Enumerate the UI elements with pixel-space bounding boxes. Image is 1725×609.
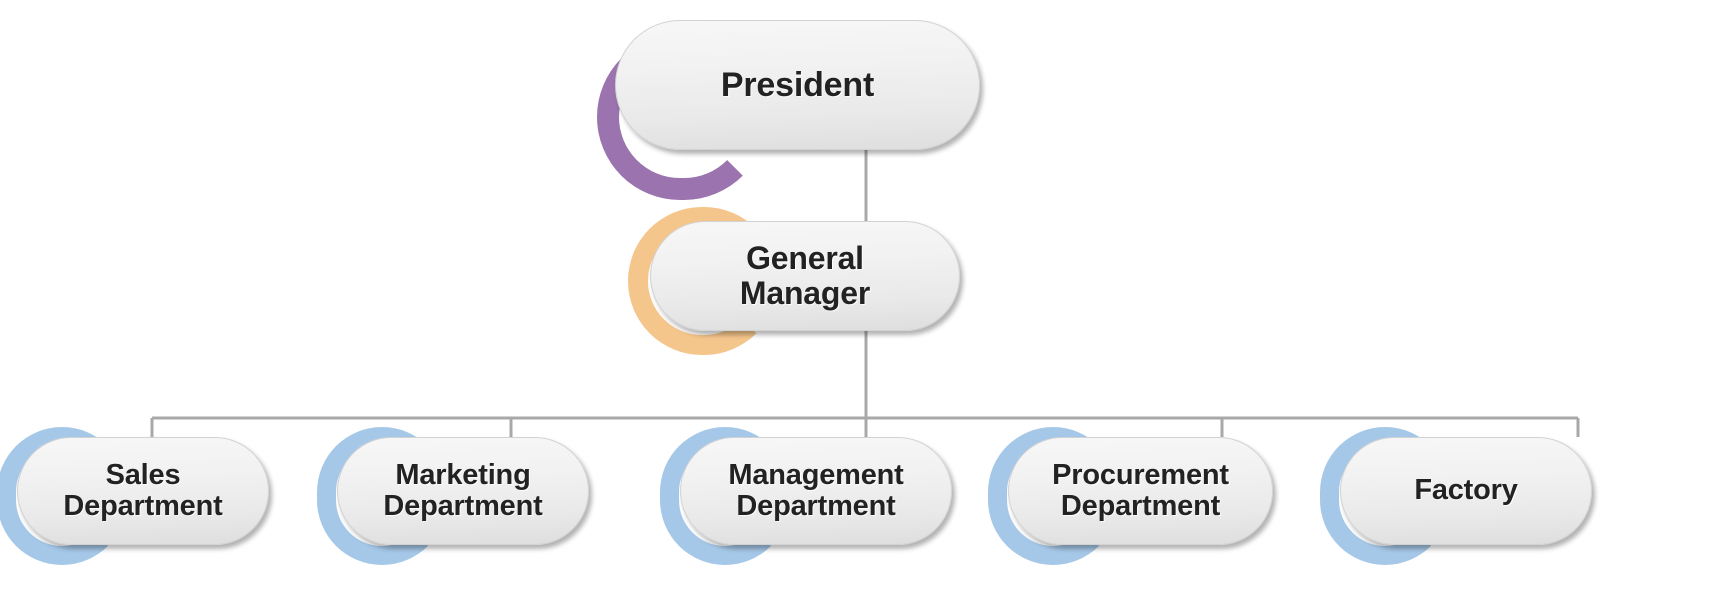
- node-general-manager-pill[interactable]: General Manager: [650, 221, 960, 331]
- node-factory[interactable]: Factory: [1320, 427, 1592, 565]
- node-general-manager[interactable]: General Manager: [628, 207, 960, 355]
- node-factory-label: Factory: [1414, 474, 1518, 507]
- node-general-manager-label: General Manager: [739, 240, 871, 311]
- node-marketing-department-label: Marketing Department: [383, 458, 543, 522]
- node-president-pill[interactable]: President: [615, 20, 980, 150]
- node-management-department-label: Management Department: [728, 458, 904, 522]
- node-management-department[interactable]: Management Department: [660, 427, 952, 565]
- node-management-department-pill[interactable]: Management Department: [680, 437, 952, 545]
- node-marketing-department[interactable]: Marketing Department: [317, 427, 589, 565]
- node-sales-department-pill[interactable]: Sales Department: [17, 437, 269, 545]
- node-procurement-department-pill[interactable]: Procurement Department: [1008, 437, 1273, 545]
- node-procurement-department-label: Procurement Department: [1052, 458, 1229, 522]
- node-president-label: President: [720, 65, 875, 104]
- node-marketing-department-pill[interactable]: Marketing Department: [337, 437, 589, 545]
- node-president[interactable]: President: [597, 20, 980, 200]
- node-sales-department-label: Sales Department: [63, 458, 223, 522]
- node-procurement-department[interactable]: Procurement Department: [988, 427, 1273, 565]
- node-factory-pill[interactable]: Factory: [1340, 437, 1592, 545]
- node-sales-department[interactable]: Sales Department: [0, 427, 269, 565]
